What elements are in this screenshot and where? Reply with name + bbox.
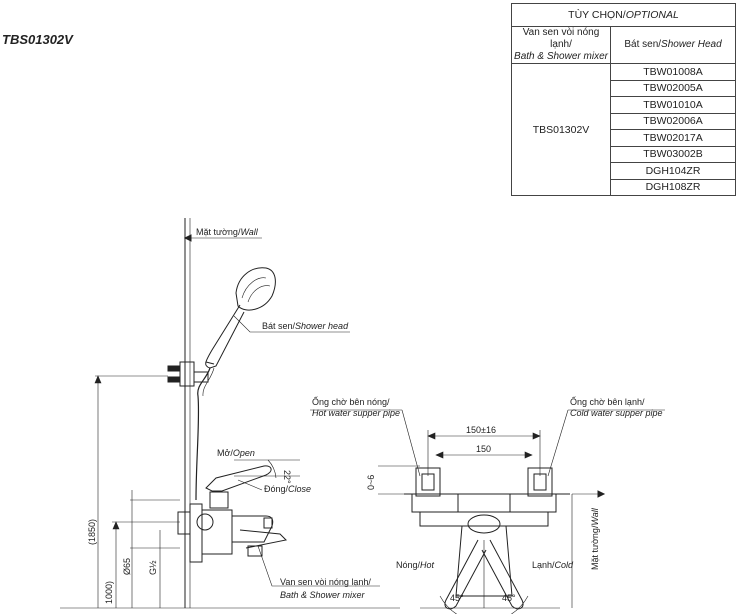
- open-label: Mở/Open: [217, 448, 255, 458]
- cold-pipe-label-vi: Ống chờ bên lạnh/: [570, 396, 645, 407]
- wall-bracket: [167, 361, 209, 387]
- mixer-label-vi: Van sen vòi nóng lạnh/: [280, 577, 371, 587]
- angle-45-right-label: 45°: [502, 593, 516, 603]
- shower-head-label: Bát sen/Shower head: [262, 321, 349, 331]
- shower-hose: [195, 367, 215, 501]
- shower-head-cell: TBW02006A: [610, 112, 736, 130]
- angle-45-left-label: 45°: [450, 593, 464, 603]
- dimension-65-label: Ø65: [122, 558, 132, 575]
- cold-pipe-leader: [547, 409, 665, 477]
- mixer-label-en: Bath & Shower mixer: [280, 590, 366, 600]
- dimension-g-half-label: G½: [148, 560, 158, 575]
- wall-line-side: [184, 218, 191, 608]
- dimension-1000: [112, 521, 180, 608]
- cold-pipe-label-en: Cold water supper pipe: [570, 408, 663, 418]
- dimension-65-g-half: [130, 490, 180, 608]
- hot-pipe-leader: [310, 409, 421, 477]
- dimension-150-label: 150: [476, 444, 491, 454]
- dimension-150-16: [427, 430, 541, 476]
- wall-line-front: [571, 490, 606, 608]
- wall-label-front: Mặt tường/Wall: [590, 507, 600, 570]
- dimension-1850-label: (1850): [87, 519, 97, 545]
- close-label: Đóng/Close: [264, 484, 311, 494]
- shower-head-drawing: [205, 267, 350, 369]
- hot-pipe-label-vi: Ống chờ bên nóng/: [312, 396, 390, 407]
- mixer-front-view: [404, 467, 570, 614]
- dimension-1000-label: 1000): [104, 581, 114, 604]
- hot-pipe-label-en: Hot water supper pipe: [312, 408, 400, 418]
- cold-label: Lạnh/Cold: [532, 560, 574, 570]
- option-table-header: TÙY CHỌN/OPTIONAL: [511, 3, 736, 27]
- angle-22-label: 22°: [282, 470, 292, 484]
- shower-head-cell: DGH104ZR: [610, 162, 736, 180]
- dimension-150-16-label: 150±16: [466, 425, 496, 435]
- dimension-0-6-label: 0~6: [366, 475, 376, 490]
- shower-head-cell: DGH108ZR: [610, 178, 736, 196]
- mixer-side-view: [177, 459, 380, 587]
- hot-label: Nóng/Hot: [396, 560, 435, 570]
- option-table: TÙY CHỌN/OPTIONAL Van sen vòi nóng lạnh/…: [511, 3, 736, 196]
- column-shower-head-header: Bát sen/Shower Head: [610, 26, 736, 64]
- model-code: TBS01302V: [2, 32, 73, 47]
- dimension-1850: [94, 375, 168, 608]
- shower-head-cell: TBW01010A: [610, 96, 736, 114]
- dimension-150: [435, 451, 533, 459]
- dimension-0-6: [378, 465, 420, 495]
- wall-label-side: Mặt tường/Wall: [196, 227, 259, 237]
- shower-head-cell: TBW03002B: [610, 145, 736, 163]
